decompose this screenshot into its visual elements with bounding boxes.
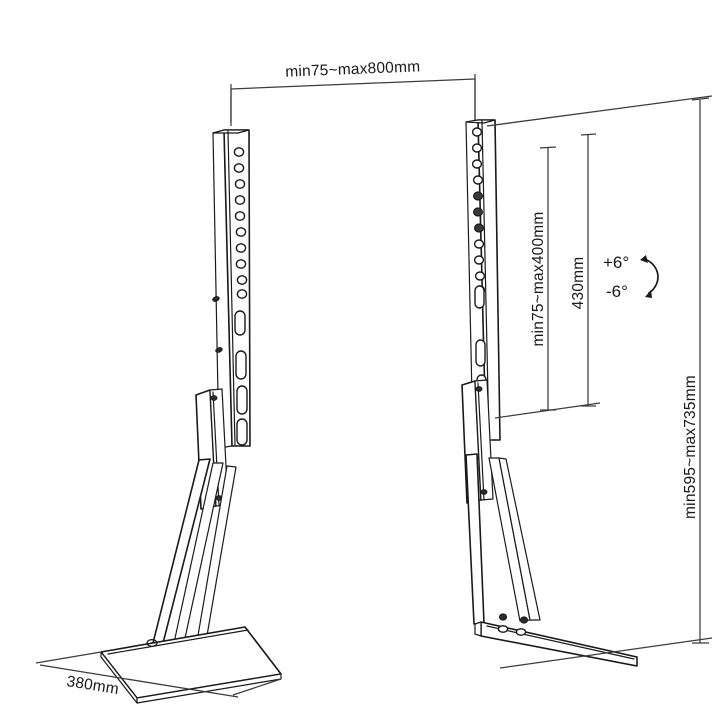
tilt-arrow-head-up: [640, 255, 648, 263]
tilt-label-up: +6°: [603, 253, 629, 272]
left-post-slot-column: [234, 310, 248, 446]
dim-line-base-depth: [39, 664, 239, 698]
right-legs: [465, 453, 541, 625]
left-post-top-cap: [212, 129, 250, 134]
left-legs: [150, 458, 237, 654]
dimension-top-width: min75~max800mm: [230, 58, 476, 130]
ref-line-bottom: [499, 637, 713, 669]
right-base-hole-2: [515, 628, 527, 636]
ext-line-base-right: [232, 678, 282, 696]
dimension-vesa-height: min75~max400mm: [530, 146, 557, 411]
left-base-plate: [100, 626, 282, 704]
tick-panel-top: [580, 133, 597, 136]
tick-total-top: [691, 97, 710, 101]
left-base-inner-line: [107, 629, 249, 655]
right-base-bolt-1: [498, 613, 508, 621]
dim-label-panel-height: 430mm: [570, 257, 587, 310]
right-sleeve-crease: [477, 382, 485, 501]
dim-label-vesa-height: min75~max400mm: [530, 211, 547, 346]
dim-label-top-width: min75~max800mm: [285, 58, 421, 80]
ref-line-top: [486, 95, 713, 127]
left-base-hole: [146, 638, 158, 647]
right-base-hole-1: [497, 625, 509, 633]
right-stand-assembly: [461, 79, 638, 667]
dimension-total-height: min595~max735mm: [682, 97, 710, 644]
right-base-bolt-2: [519, 616, 529, 624]
dimension-panel-height: 430mm: [570, 133, 597, 407]
tilt-arrow-head-down: [645, 290, 652, 298]
tilt-angle-annotation: +6° -6°: [603, 253, 659, 301]
right-post-hole-column: [471, 127, 486, 295]
left-post-hole-column: [233, 147, 248, 299]
tilt-label-down: -6°: [606, 282, 628, 301]
left-post-edge-crease: [227, 130, 236, 447]
left-stand-assembly: [100, 89, 282, 704]
left-post-bolts: [212, 296, 223, 353]
dim-label-total-height: min595~max735mm: [682, 375, 699, 519]
tick-vesa-top: [539, 146, 557, 149]
tilt-arc: [644, 258, 659, 294]
ext-line-base-left: [35, 651, 102, 664]
right-base-inner-line: [486, 625, 635, 660]
dim-line-top-width: [230, 78, 476, 90]
right-leg-back-2: [498, 457, 541, 621]
right-base-cap: [474, 621, 482, 637]
right-base-plate: [474, 613, 638, 667]
right-post-top-cap: [465, 119, 496, 124]
